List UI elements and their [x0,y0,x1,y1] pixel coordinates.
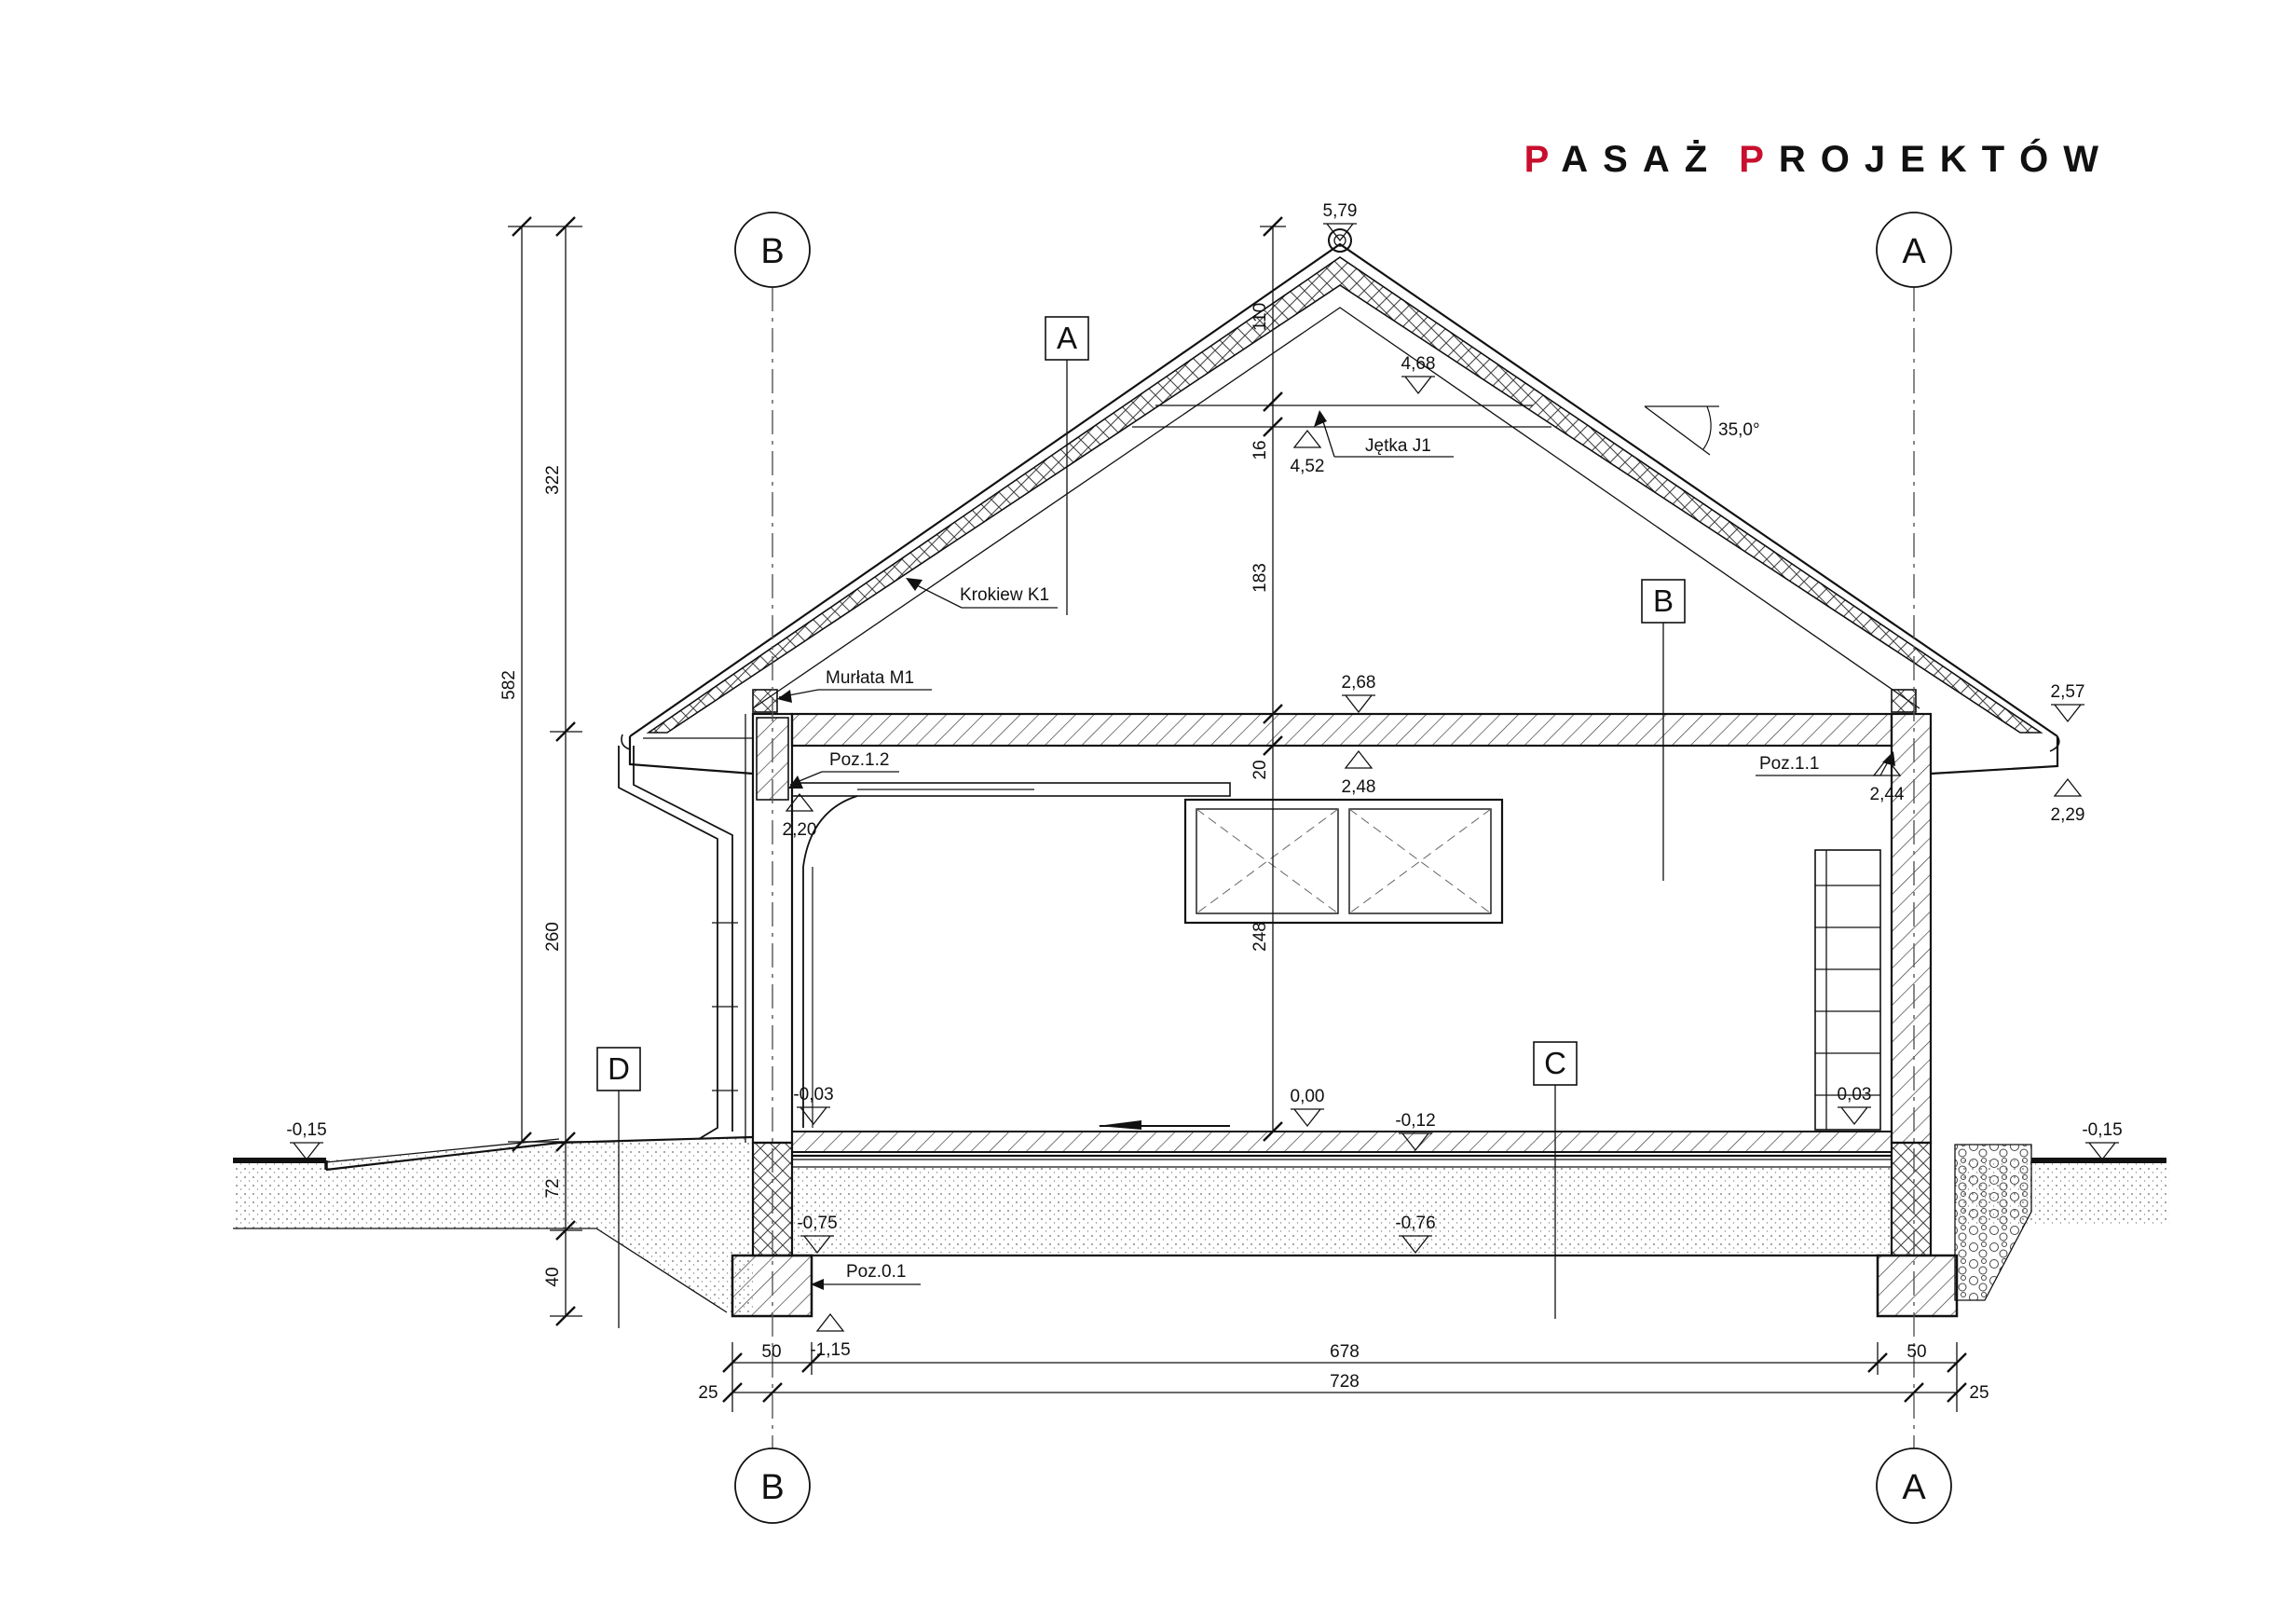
section-box-d: D [608,1051,630,1086]
dim-overhang-left: 25 [698,1383,718,1403]
bottom-dimension-chains: 50 678 50 25 728 25 [698,1342,1989,1412]
elev-ceiling-bottom: 2,48 [1342,777,1376,797]
ground-profile [233,1135,2169,1313]
dim-room-height: 248 [1250,922,1270,952]
section-box-b: B [1653,583,1674,618]
brand-word-2: ROJEKTÓW [1779,137,2113,180]
dim-wall-height: 260 [543,922,563,952]
section-box-a: A [1057,321,1077,355]
section-box-c: C [1544,1046,1566,1080]
dim-ceiling-part: 20 [1250,760,1270,779]
floor-slab [791,1131,1893,1153]
dim-wall-left: 50 [761,1342,781,1362]
brand-initial-1: P [1524,139,1562,180]
wall-right [1890,712,1933,1145]
dim-interior: 678 [1330,1342,1360,1362]
elev-eave-right-bottom: 2,29 [2051,805,2085,825]
grid-axes: B A B A [734,212,1952,1524]
dim-collar-part: 16 [1250,440,1270,460]
elev-floor-mid: -0,12 [1395,1111,1435,1131]
elevation-markers: 5,79 4,68 2,68 2,57 0,00 -0,03 0,03 -0,1… [286,201,2122,1360]
elev-lintel-left: 2,20 [783,820,817,840]
axis-a-bottom: A [1902,1468,1926,1507]
dim-footing: 40 [543,1267,563,1286]
dim-overall: 728 [1330,1372,1360,1392]
axis-b-top: B [760,232,784,271]
elev-ground-right: -0,15 [2082,1120,2122,1140]
elev-collar-bottom: 4,52 [1291,457,1325,476]
dim-ridge-part: 110 [1250,303,1270,331]
elev-found-top-left: -0,75 [797,1214,837,1233]
label-wall-plate: Murłata M1 [826,668,914,688]
roof-angle-label: 35,0° [1718,420,1760,440]
brand-initial-2: P [1739,139,1779,180]
label-rafter: Krokiew K1 [960,585,1049,605]
axis-b-bottom: B [760,1468,784,1507]
label-lintel-left: Poz.1.2 [829,750,889,770]
elev-floor-zero: 0,00 [1291,1087,1325,1106]
elev-ceiling-top: 2,68 [1342,673,1376,693]
elev-found-bottom: -1,15 [810,1340,850,1360]
elev-ground-left: -0,15 [286,1120,326,1140]
window [1183,798,1504,925]
elev-floor-left: -0,03 [793,1085,833,1104]
label-collar: Jętka J1 [1365,436,1431,456]
label-lintel-right: Poz.1.1 [1759,754,1819,774]
attic-ladder [1814,849,1881,1131]
section-markers: A B C D [596,316,1686,1328]
elev-found-top-mid: -0,76 [1395,1214,1435,1233]
ceiling-slab [790,712,1893,748]
elev-collar-top: 4,68 [1401,354,1436,374]
center-dimension-chain: 110 16 183 20 248 [1250,216,1286,1142]
footing-right [1876,1254,1959,1318]
brand-word-1: ASAŻ [1561,139,1722,180]
dim-overhang-right: 25 [1969,1383,1988,1403]
dim-total-height: 582 [499,670,519,700]
elev-floor-right: 0,03 [1838,1085,1872,1104]
elev-lintel-right: 2,44 [1870,785,1905,804]
axis-a-top: A [1902,232,1926,271]
downpipe [618,734,738,1140]
roof [618,228,2060,1140]
structure [731,689,1959,1318]
dim-roof-height: 322 [543,465,563,495]
elev-eave-right-top: 2,57 [2051,682,2085,702]
dim-wall-right: 50 [1906,1342,1926,1362]
label-footing: Poz.0.1 [846,1262,906,1282]
elev-ridge: 5,79 [1323,201,1358,221]
dim-attic-part: 183 [1250,563,1270,593]
dim-plinth: 72 [543,1178,563,1198]
annotations: 35,0° Jętka J1 Krokiew K1 Murłata M1 Poz… [777,410,1895,1290]
left-dimension-chains: 582 322 260 72 40 [499,216,615,1326]
